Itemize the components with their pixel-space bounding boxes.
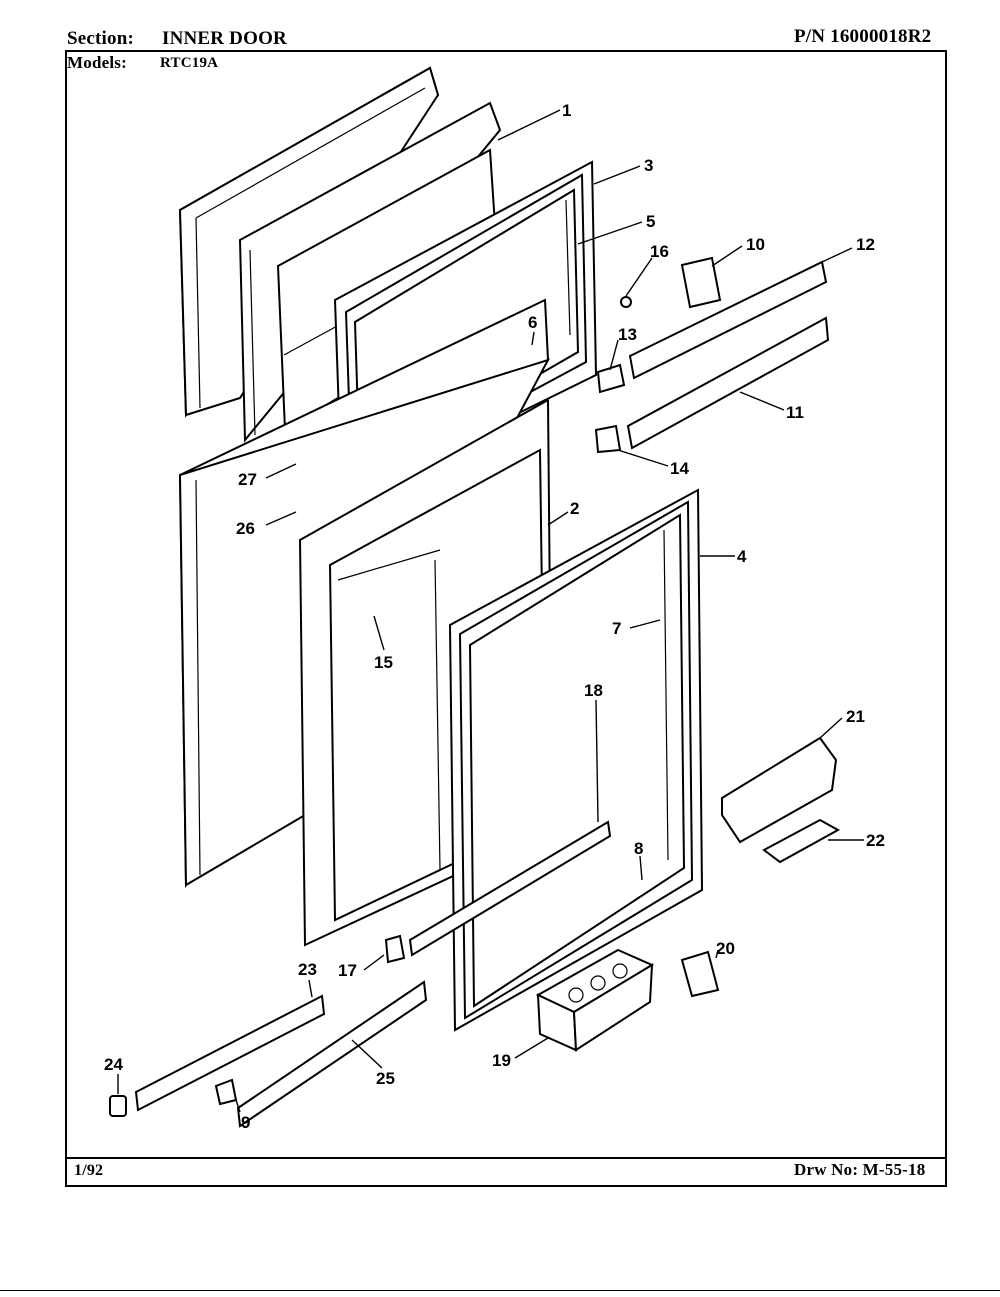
egg-tray-part-19 (535, 948, 655, 1052)
callout-6: 6 (528, 313, 537, 332)
callout-4: 4 (737, 547, 747, 566)
cap-part-9 (214, 1078, 238, 1106)
header-divider (65, 50, 947, 52)
page-bottom-rule (0, 1290, 1000, 1291)
cap-part-14 (594, 424, 622, 454)
models-label: Models: (67, 53, 127, 72)
callout-13: 13 (618, 325, 637, 344)
trim-part-11 (626, 316, 830, 450)
leader-lines (117, 109, 864, 1113)
callout-25: 25 (376, 1069, 395, 1088)
callout-15: 15 (374, 653, 393, 672)
strip-part-18 (408, 820, 612, 957)
part-number: P/N 16000018R2 (794, 26, 932, 47)
callout-5: 5 (646, 212, 655, 231)
bracket-part-10 (680, 256, 722, 309)
callout-22: 22 (866, 831, 885, 850)
cap-part-13 (596, 363, 626, 394)
callout-9: 9 (241, 1113, 250, 1132)
trim-part-12 (628, 260, 828, 380)
callout-26: 26 (236, 519, 255, 538)
callout-18: 18 (584, 681, 603, 700)
bracket-part-20 (680, 950, 720, 998)
callout-2: 2 (570, 499, 579, 518)
callout-14: 14 (670, 459, 689, 478)
callout-10: 10 (746, 235, 765, 254)
callout-3: 3 (644, 156, 653, 175)
callout-8: 8 (634, 839, 643, 858)
callout-12: 12 (856, 235, 875, 254)
callout-27: 27 (238, 470, 257, 489)
callout-24: 24 (104, 1055, 123, 1074)
models-value: RTC19A (160, 55, 219, 71)
trim-part-23 (134, 994, 326, 1112)
callout-labels: 1 2 3 4 5 6 7 8 9 10 11 12 13 14 15 16 1… (104, 101, 885, 1132)
callout-21: 21 (846, 707, 865, 726)
callout-19: 19 (492, 1051, 511, 1070)
callout-17: 17 (338, 961, 357, 980)
section-label: Section: (67, 28, 135, 49)
trim-part-25 (236, 980, 428, 1128)
drawing-number: Drw No: M-55-18 (794, 1160, 926, 1179)
callout-7: 7 (612, 619, 621, 638)
screw-part-16 (620, 296, 632, 308)
callout-16: 16 (650, 242, 669, 261)
callout-23: 23 (298, 960, 317, 979)
cap-part-24 (109, 1095, 127, 1117)
frame-right (945, 50, 947, 1187)
section-value: INNER DOOR (162, 28, 287, 49)
cap-part-17 (384, 934, 406, 964)
footer-date: 1/92 (74, 1162, 104, 1179)
callout-20: 20 (716, 939, 735, 958)
frame-bottom (65, 1185, 947, 1187)
callout-11: 11 (786, 403, 804, 422)
clip-part-22 (762, 818, 841, 864)
footer-divider (65, 1157, 947, 1159)
frame-left (65, 50, 67, 1187)
callout-1: 1 (562, 101, 571, 120)
